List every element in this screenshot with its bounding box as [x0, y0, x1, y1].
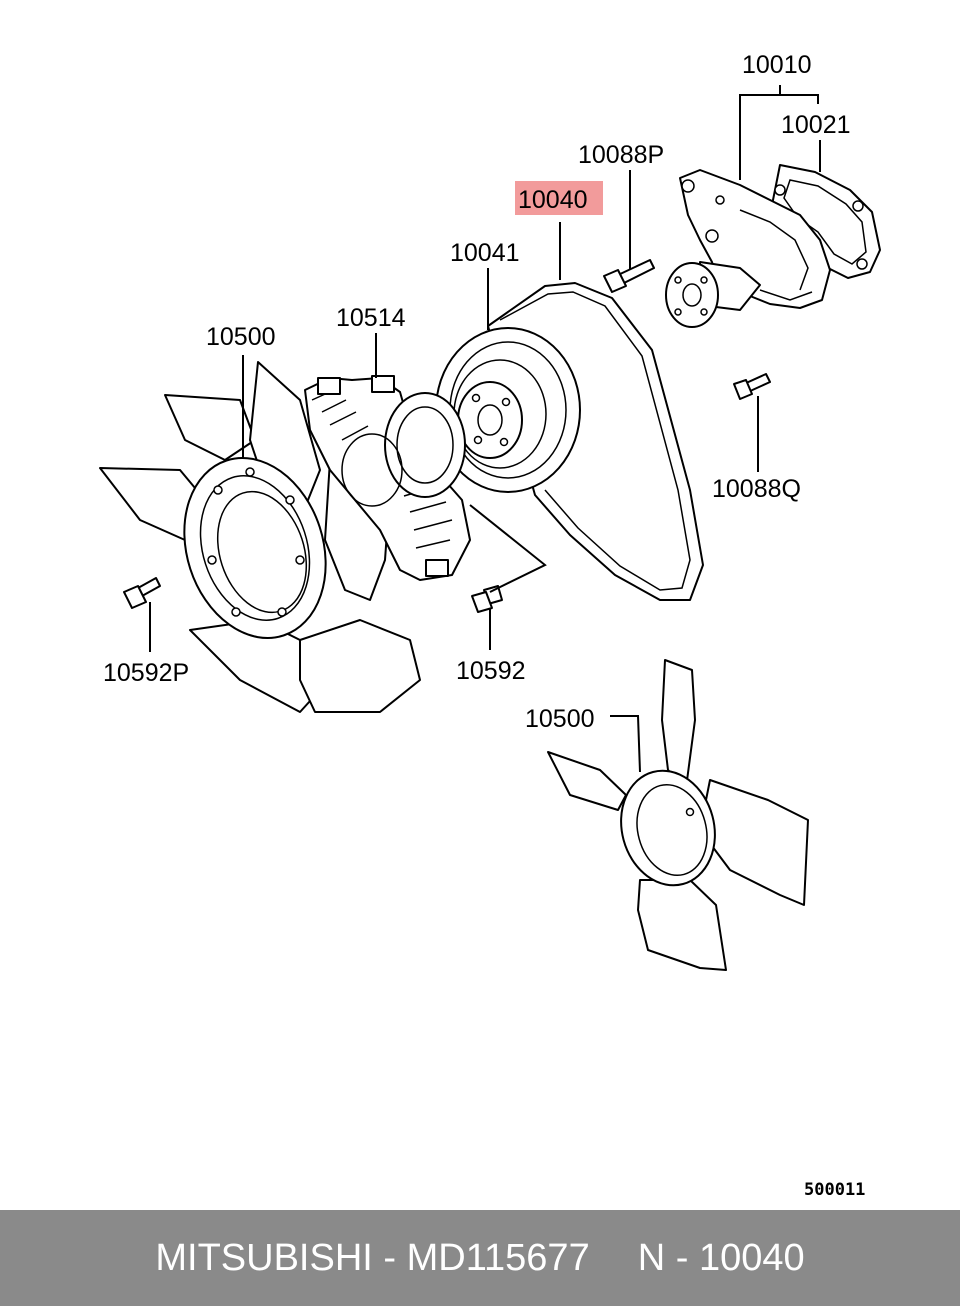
fan-clutch-part	[304, 375, 471, 581]
label-10021: 10021	[781, 111, 851, 139]
highlight-box	[515, 181, 603, 215]
parts-diagram: 10010 10021 10088P 10040 10041 10514 105…	[99, 51, 881, 1200]
label-10500-upper: 10500	[206, 323, 276, 351]
label-10088q: 10088Q	[712, 475, 801, 503]
leader-lines	[149, 85, 821, 773]
brand-separator: -	[383, 1236, 397, 1279]
bolt-10088p-part	[603, 259, 655, 293]
label-10010: 10010	[742, 51, 812, 79]
ref-separator: -	[675, 1236, 689, 1279]
label-10592: 10592	[456, 657, 526, 685]
footer-bar: MITSUBISHI - MD115677 N - 10040	[0, 1210, 960, 1306]
label-10088p: 10088P	[578, 141, 664, 169]
label-10040: 10040	[518, 186, 588, 214]
bolt-10088q-part	[733, 373, 771, 400]
label-10514: 10514	[336, 304, 406, 332]
bolt-10592p-part	[123, 577, 161, 609]
ref-prefix: N	[637, 1236, 666, 1279]
part-number: MD115677	[406, 1236, 590, 1279]
label-10500-lower: 10500	[525, 705, 595, 733]
label-10041: 10041	[450, 239, 520, 267]
ref-number: 10040	[698, 1236, 805, 1279]
diagram-code: 500011	[804, 1180, 865, 1200]
label-10592p: 10592P	[103, 659, 189, 687]
water-pump-part	[665, 169, 831, 328]
bolt-10592-part	[471, 585, 503, 613]
fan-lower-part	[547, 659, 809, 971]
brand-name: MITSUBISHI	[155, 1236, 373, 1279]
